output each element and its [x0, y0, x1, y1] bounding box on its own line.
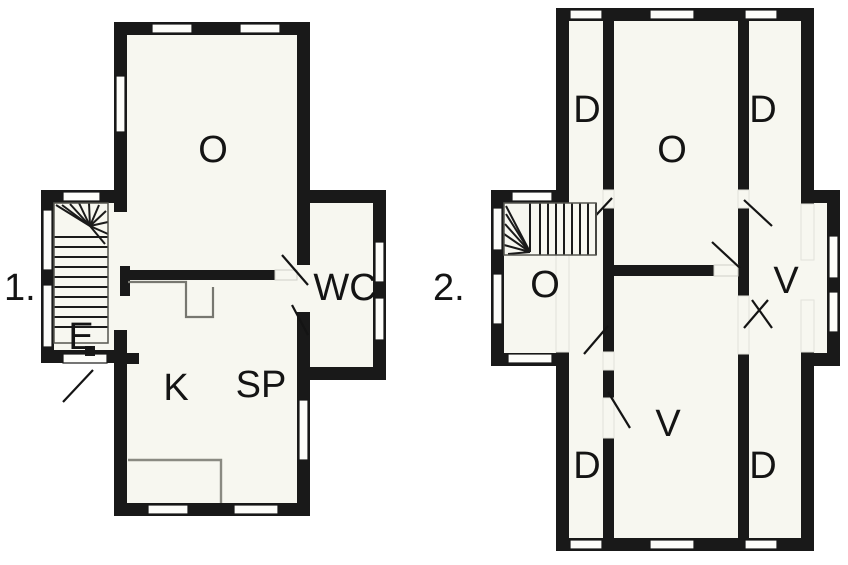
- plan-2-number: 2.: [433, 267, 465, 309]
- plan1-left-wall-stub-a: [114, 200, 127, 212]
- plan2-opening-right-spine-top: [737, 189, 750, 209]
- plan1-window-wc-right-1: [374, 241, 385, 283]
- plan1-partition-post: [120, 266, 130, 296]
- plan1-room-label-dining: SP: [236, 364, 287, 406]
- plan1-room-label-entrance: E: [68, 316, 93, 358]
- plan1-room-label-living: O: [198, 129, 228, 171]
- plan1-kitchen-bottom-counter: [128, 458, 223, 503]
- plan2-room-label-bedroom-bottom-right: D: [749, 445, 776, 487]
- plan1-wc-wall-lower: [297, 312, 310, 380]
- plan2-middle-partition-opening: [713, 264, 739, 277]
- plan1-interior-fill: [54, 35, 373, 503]
- plan1-door-swing-entrance: [62, 369, 94, 403]
- plan2-room-label-bedroom-bottom-left: D: [573, 445, 600, 487]
- plan2-opening-right-wing-top: [800, 203, 815, 261]
- plan2-door-swing-left-wing-bottom: [583, 325, 609, 355]
- plan1-window-bottom-1: [147, 504, 189, 515]
- plan2-spine-wall-left: [603, 21, 614, 538]
- plan1-window-top-1: [151, 23, 193, 34]
- plan2-opening-left-spine-bottom: [602, 397, 615, 439]
- plan2-window-bottom-2: [649, 539, 695, 550]
- plan2-window-top-1: [569, 9, 603, 20]
- plan1-door-swing-wc-lower: [291, 304, 309, 336]
- plan2-room-label-right-upper: V: [773, 260, 799, 302]
- plan1-window-right-lower: [298, 399, 309, 461]
- plan2-right-wing-joint-bottom: [801, 352, 814, 366]
- plan2-door-swing-center-right: [711, 241, 741, 269]
- plan2-right-wing-joint-top: [801, 190, 814, 204]
- plan1-wing-joint-top: [114, 190, 127, 200]
- plan2-window-top-3: [744, 9, 778, 20]
- plan1-window-bottom-2: [233, 504, 279, 515]
- plan1-wall-e-k: [117, 353, 139, 364]
- plan2-door-swing-right-lower-a: [743, 299, 769, 329]
- plan1-window-wing-left-2: [42, 284, 53, 348]
- plan2-window-left-wing-1: [492, 207, 503, 251]
- plan-1-structure: [41, 22, 386, 516]
- plan1-room-label-wc: WC: [313, 267, 376, 309]
- plan2-door-swing-right-upper-a: [743, 199, 773, 227]
- plan2-window-top-2: [649, 9, 695, 20]
- plan2-room-label-stair-hall: O: [530, 264, 560, 306]
- plan1-left-wall-stub-b: [114, 330, 127, 354]
- plan2-window-right-wing-1: [828, 235, 839, 279]
- plan2-opening-right-wing-bottom: [800, 299, 815, 353]
- plan1-window-left-1: [115, 75, 126, 133]
- plan2-room-label-bedroom-top-right: D: [749, 89, 776, 131]
- plan2-room-label-center-lower: V: [655, 403, 681, 445]
- plan1-partition-opening: [274, 269, 298, 281]
- plan2-window-right-wing-2: [828, 291, 839, 333]
- plan1-window-wc-right-2: [374, 297, 385, 341]
- plan1-window-wing-top: [62, 191, 101, 202]
- plan2-opening-left-spine-mid: [602, 351, 615, 371]
- plan2-opening-right-spine-mid: [737, 295, 750, 355]
- plan2-window-bottom-3: [744, 539, 778, 550]
- plan2-window-bottom-1: [569, 539, 603, 550]
- plan2-opening-left-spine-top: [602, 189, 615, 209]
- plan2-middle-partition: [614, 265, 714, 276]
- plan2-door-swing-center-left: [607, 391, 631, 429]
- plan-1-number: 1.: [4, 267, 36, 309]
- plan1-window-top-2: [239, 23, 281, 34]
- plan2-spine-wall-right: [738, 21, 749, 538]
- plan1-window-wing-left-1: [42, 209, 53, 271]
- plan2-window-left-wing-2: [492, 273, 503, 325]
- plan1-room-label-kitchen: K: [163, 367, 188, 409]
- plan-2-structure: [491, 8, 840, 551]
- plan2-room-label-bedroom-top-left: D: [573, 89, 600, 131]
- plan2-room-label-landing: O: [657, 129, 687, 171]
- plan2-staircase: [503, 202, 597, 256]
- plan2-window-left-wing-bottom: [507, 353, 553, 364]
- plan1-staircase: [53, 202, 109, 344]
- plan1-partition-wall: [120, 270, 275, 280]
- plan1-wall-e-stub: [85, 346, 95, 356]
- plan2-door-swing-right-lower-b: [751, 299, 773, 329]
- plan2-left-wing-joint-bottom: [556, 352, 569, 366]
- plan2-left-wing-joint-top: [556, 190, 569, 204]
- plan2-window-left-wing-top: [511, 191, 553, 202]
- plan1-wc-wall-upper: [297, 190, 310, 265]
- plan1-door-swing-wc-upper: [281, 254, 309, 286]
- plan1-counter-outline: [128, 280, 215, 319]
